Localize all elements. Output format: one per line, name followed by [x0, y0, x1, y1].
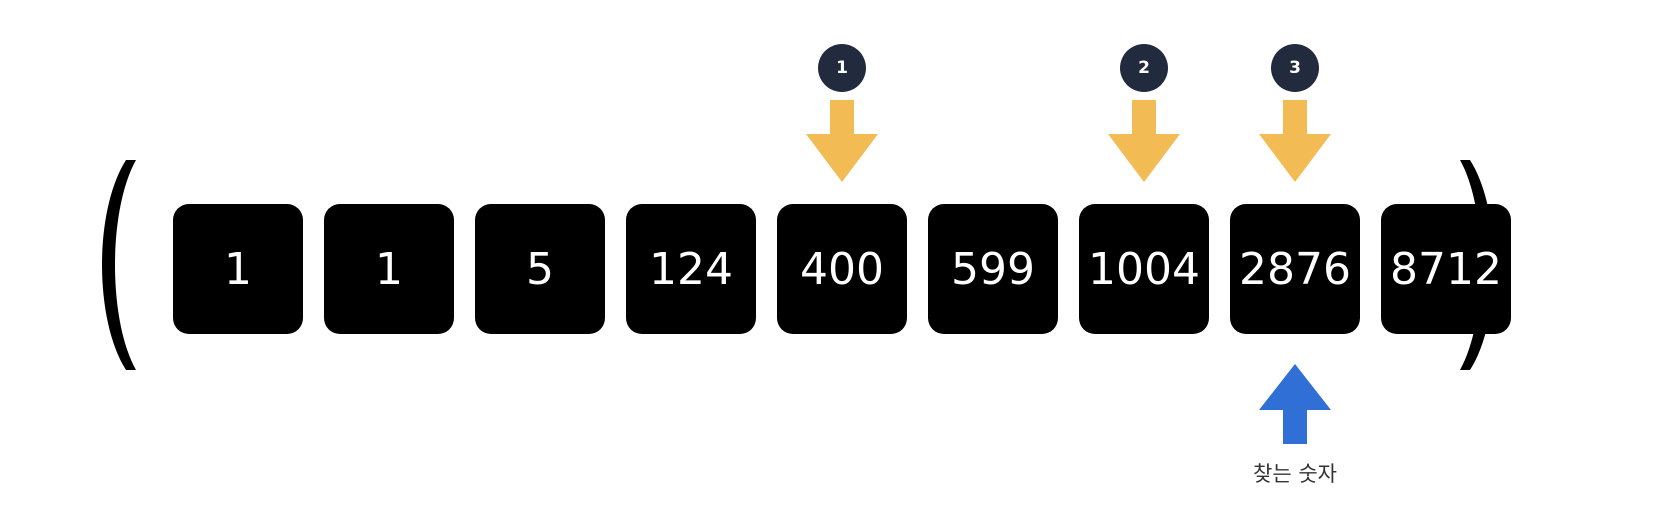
array-cell: 599: [928, 204, 1058, 334]
array-cell: 1: [324, 204, 454, 334]
target-label: 찾는 숫자: [1253, 462, 1337, 486]
array-cell: 2876: [1230, 204, 1360, 334]
step-number-badge: 1: [818, 44, 866, 92]
array-cell: 1: [173, 204, 303, 334]
down-arrow-icon: [806, 100, 878, 182]
down-arrow-icon: [1108, 100, 1180, 182]
array-cell: 400: [777, 204, 907, 334]
step-number-badge: 3: [1271, 44, 1319, 92]
up-arrow-icon: [1259, 364, 1331, 444]
array-cell: 1004: [1079, 204, 1209, 334]
step-number-badge: 2: [1120, 44, 1168, 92]
down-arrow-icon: [1259, 100, 1331, 182]
array-cell: 8712: [1381, 204, 1511, 334]
array-cell: 5: [475, 204, 605, 334]
left-parenthesis: [102, 160, 136, 370]
array-cell: 124: [626, 204, 756, 334]
